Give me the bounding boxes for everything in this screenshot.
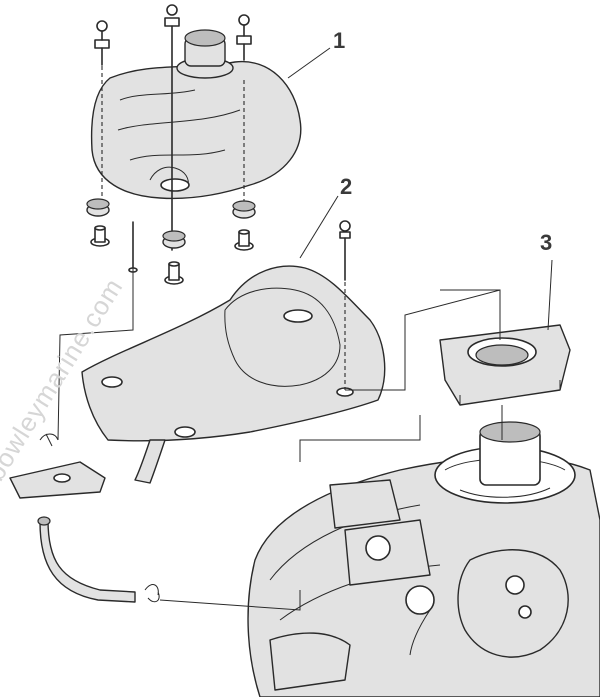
adapter-ring (439, 324, 571, 406)
tank-bolt-right (236, 14, 252, 210)
callout-2-label: 2 (340, 174, 353, 199)
fuel-hose-assembly (9, 433, 160, 603)
callout-1-label: 1 (333, 28, 346, 53)
grommet-set (86, 198, 256, 285)
callout-3-leader (547, 259, 553, 331)
fuel-cap (176, 29, 234, 79)
callout-2-leader (299, 195, 339, 259)
engine-powerhead (247, 421, 600, 697)
assembly-guide-lines (57, 268, 503, 611)
tank-bolt-left (94, 20, 110, 205)
callout-1-leader (287, 47, 331, 79)
fuel-tank (90, 60, 302, 200)
bracket-bolt (339, 220, 351, 390)
tank-bolt-center (164, 4, 180, 251)
tank-bracket (81, 265, 386, 484)
callout-3-label: 3 (540, 230, 553, 255)
